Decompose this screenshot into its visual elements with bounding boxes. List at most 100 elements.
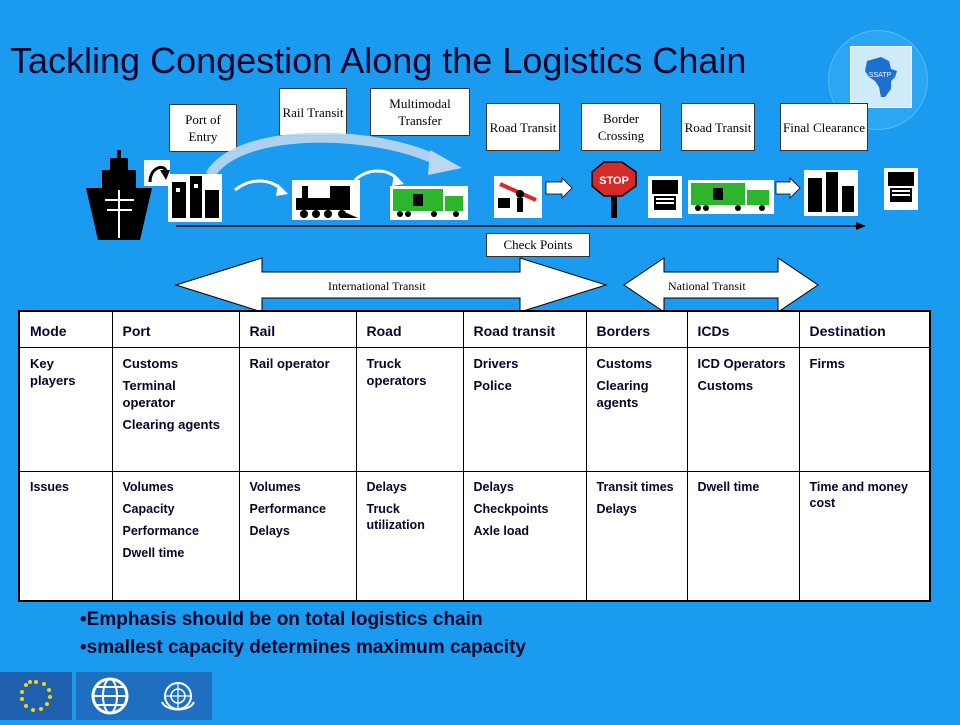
cell-line: Customs — [122, 355, 179, 371]
bullet-item: •Emphasis should be on total logistics c… — [80, 609, 483, 630]
table-header-cell: Mode — [18, 310, 113, 348]
row-label-line: players — [30, 372, 76, 388]
stop-sign-icon: STOP — [591, 161, 637, 218]
table-row-key-players: Key players Customs Terminal operator Cl… — [18, 346, 931, 472]
row-label-line: Issues — [30, 479, 69, 494]
un-emblem-icon — [161, 682, 195, 711]
cell-line: Police — [473, 377, 512, 393]
table-cell: Customs Clearing agents — [585, 346, 688, 472]
cell-line: Delays — [596, 501, 637, 516]
check-points-label: Check Points — [486, 233, 590, 257]
table-cell: Firms — [798, 346, 931, 472]
cell-line: Customs — [697, 377, 754, 393]
table-cell: ICD Operators Customs — [686, 346, 800, 472]
cell-line: Delays — [366, 479, 407, 494]
cell-line: ICD Operators — [697, 355, 786, 371]
table-cell: Volumes Capacity Performance Dwell time — [111, 470, 240, 602]
table-cell: Dwell time — [686, 470, 800, 602]
table-cell: Truck operators — [355, 346, 464, 472]
cell-line: Delays — [473, 479, 514, 494]
globe-icon — [91, 677, 129, 715]
cell-line: Truck operators — [366, 355, 427, 388]
table-header-cell: Rail — [238, 310, 357, 348]
ssatp-logo: SSATP — [850, 46, 912, 108]
cell-line: Capacity — [122, 501, 175, 516]
cell-line: Rail operator — [249, 355, 330, 371]
cell-line: Transit times — [596, 479, 674, 494]
cell-line: Performance — [249, 501, 326, 516]
table-cell: Time and money cost — [798, 470, 931, 602]
table-header-cell: Destination — [798, 310, 931, 348]
bullet-text: Emphasis should be on total logistics ch… — [86, 609, 483, 630]
truck-front-icon — [884, 168, 918, 210]
row-label-issues: Issues — [18, 470, 113, 602]
table-header-cell: Road — [355, 310, 464, 348]
cell-line: Performance — [122, 523, 199, 538]
cell-line: Volumes — [122, 479, 174, 494]
logo-text: SSATP — [869, 72, 892, 79]
buildings-icon — [168, 174, 222, 222]
row-label-key-players: Key players — [18, 346, 113, 472]
row-label-line: Key — [30, 355, 54, 371]
cell-line: Delays — [249, 523, 290, 538]
stage-port-of-entry: Port of Entry — [169, 104, 237, 152]
logistics-table: Mode Port Rail Road Road transit Borders… — [18, 310, 931, 602]
checkpoint-barrier-icon — [494, 176, 542, 218]
world-bank-logo — [76, 672, 144, 720]
stage-road-transit-2: Road Transit — [681, 103, 755, 151]
cell-line: Checkpoints — [473, 501, 549, 516]
right-arrow-icon — [545, 177, 573, 199]
stage-multimodal-transfer: Multimodal Transfer — [370, 88, 470, 136]
table-row-issues: Issues Volumes Capacity Performance Dwel… — [18, 470, 931, 602]
bullet-item: •smallest capacity determines maximum ca… — [80, 637, 526, 658]
table-header-cell: ICDs — [686, 310, 800, 348]
table-cell: Delays Truck utilization — [355, 470, 464, 602]
truck-icon — [688, 180, 774, 214]
international-transit-arrow — [174, 257, 608, 310]
curved-arrow-icon — [205, 132, 443, 178]
table-header-cell: Port — [111, 310, 240, 348]
cell-line: Drivers — [473, 355, 519, 371]
right-arrow-icon — [775, 177, 801, 199]
eu-flag-logo — [0, 672, 72, 720]
buildings-icon — [804, 170, 858, 216]
table-cell: Drivers Police — [462, 346, 587, 472]
truck-front-icon — [648, 176, 682, 218]
small-curved-arrow-icon — [353, 169, 400, 182]
table-header-cell: Borders — [585, 310, 688, 348]
cell-line: Clearing agents — [122, 416, 221, 432]
national-transit-label: National Transit — [668, 279, 746, 293]
stop-sign-text: STOP — [599, 175, 629, 187]
slide-title: Tackling Congestion Along the Logistics … — [10, 40, 747, 81]
stage-rail-transit: Rail Transit — [279, 88, 347, 136]
bullet-text: smallest capacity determines maximum cap… — [86, 637, 526, 658]
cell-line: Volumes — [249, 479, 301, 494]
logistics-chain-illustration: STOP — [86, 132, 918, 310]
cell-line: Dwell time — [697, 479, 760, 494]
table-cell: Delays Checkpoints Axle load — [462, 470, 587, 602]
stage-road-transit-1: Road Transit — [486, 103, 560, 151]
table-header-cell: Road transit — [462, 310, 587, 348]
table-header-row: Mode Port Rail Road Road transit Borders… — [18, 310, 931, 348]
bullet-list: •Emphasis should be on total logistics c… — [80, 606, 526, 662]
eu-stars-icon — [20, 680, 52, 712]
international-transit-label: International Transit — [328, 279, 426, 293]
stage-border-crossing: Border Crossing — [581, 103, 661, 151]
table-cell: Transit times Delays — [585, 470, 688, 602]
truck-icon — [390, 186, 468, 220]
table-cell: Customs Terminal operator Clearing agent… — [111, 346, 240, 472]
cell-line: Truck utilization — [366, 501, 425, 532]
cell-line: Dwell time — [122, 545, 185, 560]
cell-line: Time and money cost — [809, 479, 908, 510]
cell-line: Firms — [809, 355, 845, 371]
locomotive-icon — [292, 180, 360, 220]
ship-icon — [86, 150, 152, 240]
cell-line: Customs — [596, 355, 653, 371]
stage-final-clearance: Final Clearance — [780, 103, 868, 151]
africa-map-icon: SSATP — [865, 57, 897, 97]
table-cell: Volumes Performance Delays — [238, 470, 357, 602]
cell-line: Clearing agents — [596, 377, 649, 410]
table-cell: Rail operator — [238, 346, 357, 472]
small-curved-arrow-icon — [234, 179, 284, 192]
arrowhead-icon — [428, 150, 462, 175]
